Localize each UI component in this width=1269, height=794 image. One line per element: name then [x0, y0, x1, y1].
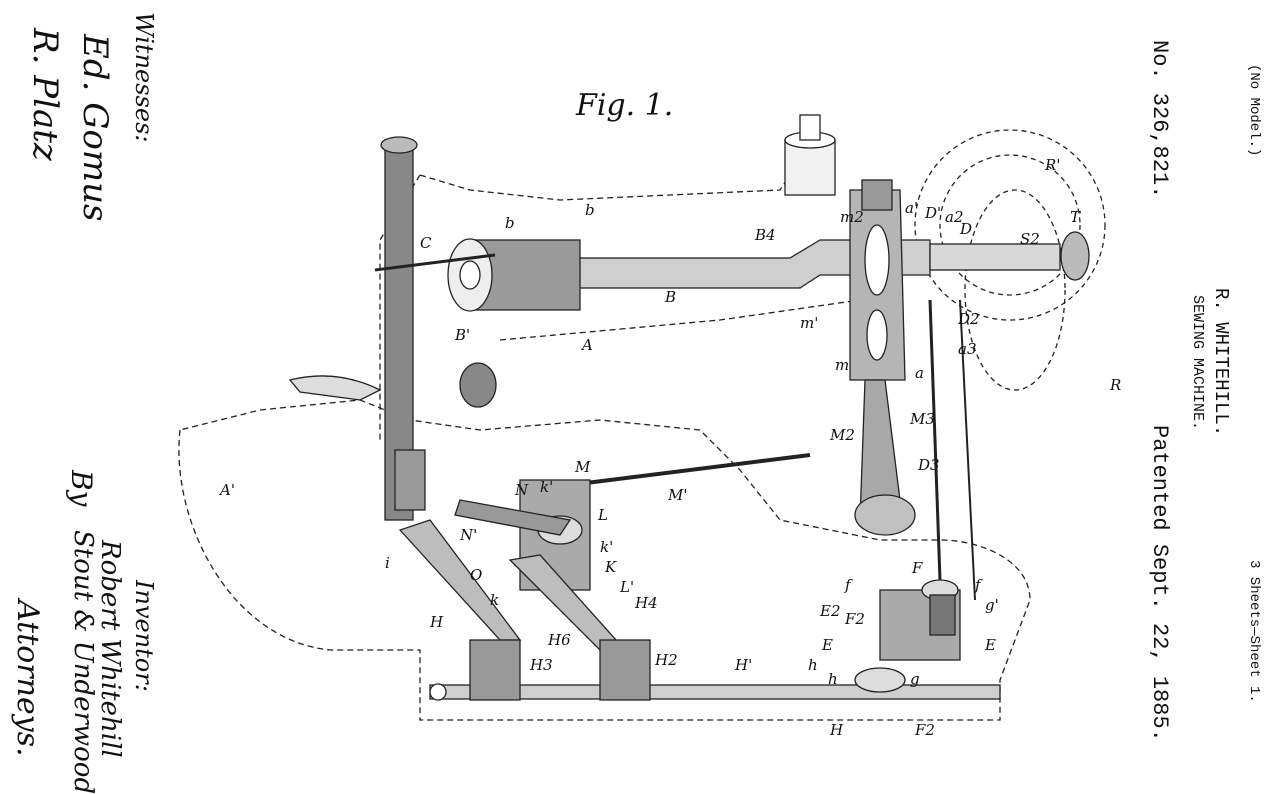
label-e2: E2 [819, 602, 841, 620]
label-h-left: H [429, 613, 444, 631]
label-s2: S2 [1020, 230, 1040, 248]
label-m3: M3 [909, 410, 935, 428]
reference-labels: b b C B' B A B4 m2 a' D' a2 D R' S2 T D2… [218, 156, 1121, 739]
figure-caption: Fig. 1. [576, 88, 674, 123]
label-d3: D3 [917, 456, 940, 474]
label-a3: a3 [958, 340, 977, 358]
label-m2-cap: M2 [829, 426, 855, 444]
label-h: h [808, 656, 818, 674]
label-h6: H6 [547, 631, 571, 649]
label-m2: m2 [840, 208, 864, 226]
label-b-prime: B' [454, 326, 470, 344]
label-f: f [844, 576, 853, 594]
label-m: m [835, 356, 849, 374]
label-a2: a2 [945, 208, 964, 226]
label-g: g [910, 670, 920, 688]
label-f2: f [974, 576, 983, 594]
label-k-prime-2: k' [600, 538, 613, 556]
label-l-prime: L' [619, 578, 634, 596]
label-k-cap: K [604, 558, 617, 576]
label-l: L [597, 506, 608, 524]
label-d2: D2 [957, 310, 980, 328]
label-f-cap: F [911, 559, 923, 577]
label-b: b [505, 214, 515, 232]
label-e-right: E [984, 636, 996, 654]
label-n: N [514, 481, 529, 499]
label-a-prime: a' [905, 199, 918, 217]
label-e: E [821, 636, 833, 654]
label-b-main: B [664, 288, 676, 306]
label-h2-cap: H2 [654, 651, 678, 669]
label-t: T [1070, 208, 1081, 226]
sewing-machine-drawing: b b C B' B A B4 m2 a' D' a2 D R' S2 T D2… [178, 114, 1121, 739]
label-m-cap: M [574, 458, 591, 476]
label-h-bottom: H [829, 721, 844, 739]
label-a-small: a [915, 364, 924, 382]
label-d-prime: D' [924, 204, 941, 222]
label-a: A [580, 336, 593, 354]
label-r: R [1109, 376, 1121, 394]
label-r-prime: R' [1044, 156, 1060, 174]
label-k-prime: k' [540, 478, 553, 496]
label-b4: B4 [754, 226, 776, 244]
label-b2: b [585, 201, 595, 219]
label-i: i [385, 554, 390, 572]
label-o: O [470, 566, 482, 584]
label-h4: H4 [634, 594, 658, 612]
label-h-prime: H' [734, 656, 752, 674]
label-a-prime-cap: A' [218, 481, 235, 499]
label-m-prime-cap: M' [667, 486, 687, 504]
label-k: k [490, 591, 499, 609]
label-g-prime: g' [985, 596, 999, 614]
label-n-prime: N' [459, 526, 477, 544]
label-h2: h [828, 670, 838, 688]
label-f2-cap: F2 [844, 610, 865, 628]
label-h3: H3 [529, 656, 553, 674]
label-f2-bottom: F2 [914, 721, 935, 739]
label-c: C [420, 234, 432, 252]
label-m-prime: m' [800, 314, 818, 332]
label-d: D [959, 220, 972, 238]
